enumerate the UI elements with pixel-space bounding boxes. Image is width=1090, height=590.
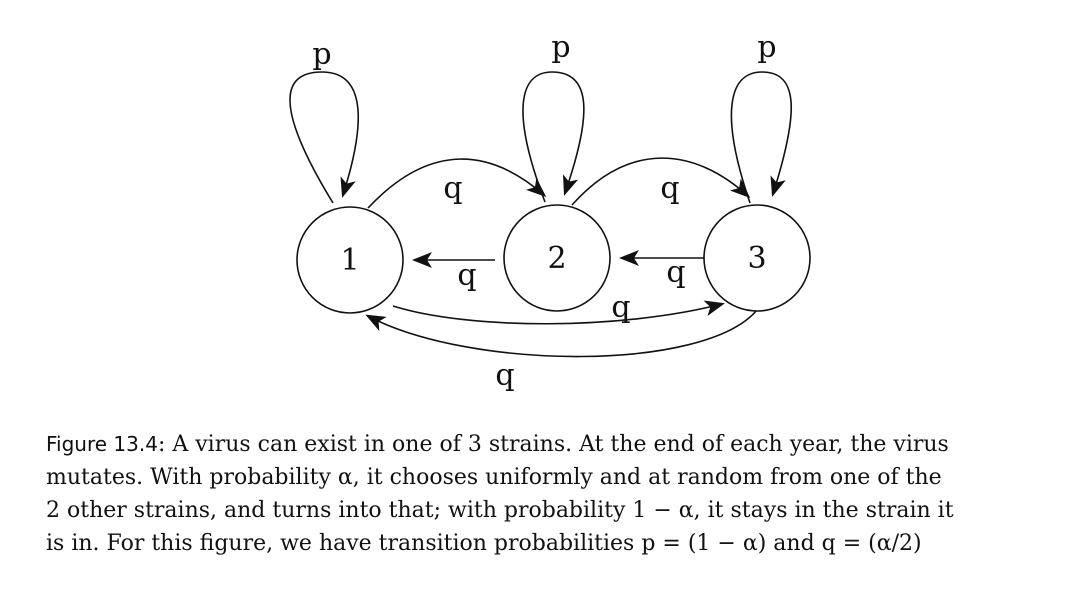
edge-1-1-label: p	[312, 37, 331, 72]
node-3-label: 3	[747, 241, 766, 276]
edge-1-3-label: q	[611, 290, 630, 325]
edge-1-3	[392, 300, 725, 325]
node-2: 2	[503, 204, 611, 312]
caption-line-1: Figure 13.4: A virus can exist in one of…	[46, 432, 949, 457]
caption-line-3: 2 other strains, and turns into that; wi…	[46, 498, 954, 523]
edge-1-2	[367, 158, 547, 209]
caption-line-4: is in. For this figure, we have transiti…	[46, 531, 922, 556]
figure-caption: Figure 13.4: A virus can exist in one of…	[46, 428, 1066, 560]
edge-2-3-label: q	[660, 171, 679, 206]
edge-1-2-label: q	[443, 171, 462, 206]
edge-3-3-label: p	[757, 30, 776, 65]
figure-label: Figure 13.4	[46, 432, 158, 456]
edge-3-2-label: q	[666, 255, 685, 290]
node-2-label: 2	[547, 241, 566, 276]
node-1-label: 1	[340, 243, 359, 278]
caption-line-2: mutates. With probability α, it chooses …	[46, 465, 942, 490]
node-1: 1	[296, 206, 404, 314]
node-3: 3	[703, 204, 811, 312]
edge-2-2	[522, 71, 585, 203]
edge-2-2-label: p	[551, 30, 570, 65]
edge-3-1	[365, 309, 758, 358]
edge-3-3	[730, 71, 793, 204]
caption-text-1: A virus can exist in one of 3 strains. A…	[172, 432, 949, 457]
markov-chain-diagram: 1 2 3 p p p q q q q q q	[289, 30, 811, 393]
edge-1-1	[289, 71, 360, 204]
edge-2-1-label: q	[457, 258, 476, 293]
edge-2-3	[571, 157, 751, 206]
edge-3-1-label: q	[495, 358, 514, 393]
